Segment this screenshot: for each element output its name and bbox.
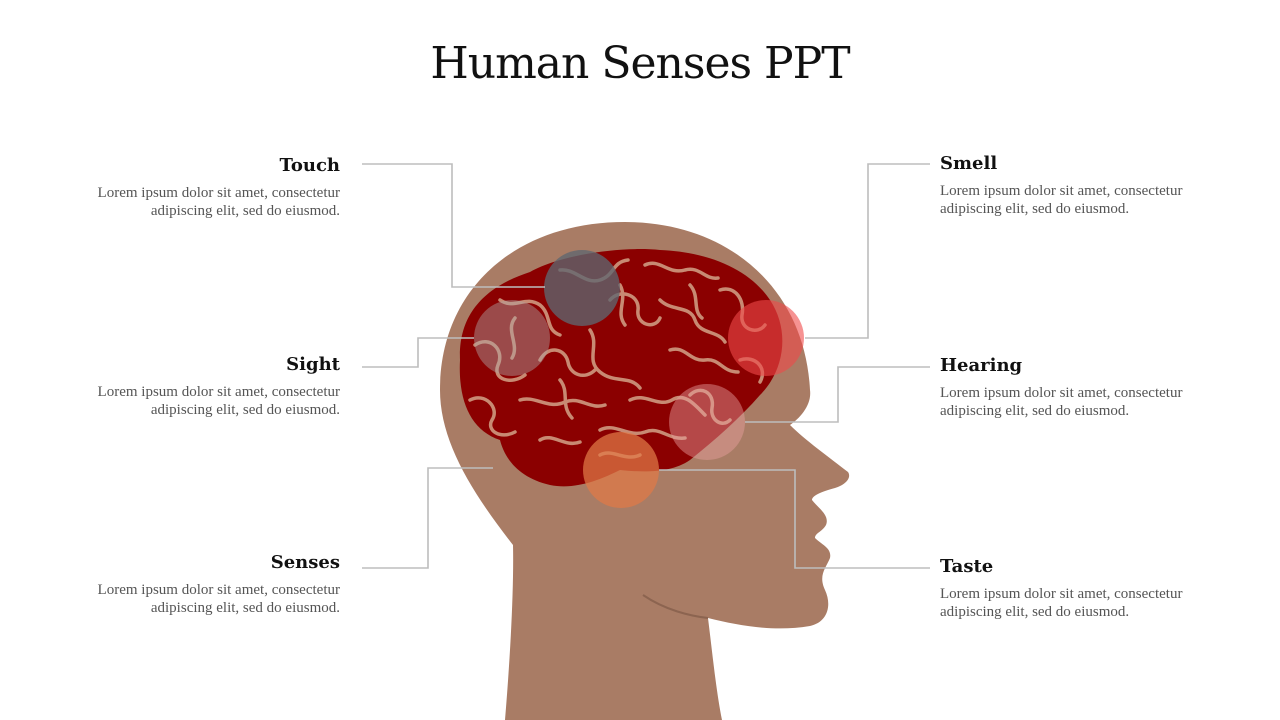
taste-body: Lorem ipsum dolor sit amet, consectetur …	[940, 586, 1183, 620]
sight-region	[474, 300, 550, 376]
hearing-heading: Hearing	[940, 355, 1023, 376]
page-title: Human Senses PPT	[430, 38, 850, 89]
hearing-body: Lorem ipsum dolor sit amet, consectetur …	[940, 385, 1183, 419]
sight-heading: Sight	[286, 354, 340, 375]
hearing-connector	[745, 366, 930, 423]
senses-body: Lorem ipsum dolor sit amet, consectetur …	[97, 582, 340, 616]
taste-region	[583, 432, 659, 508]
sight-block: Sight Lorem ipsum dolor sit amet, consec…	[80, 355, 340, 419]
connector-lines	[362, 163, 930, 569]
taste-block: Taste Lorem ipsum dolor sit amet, consec…	[940, 557, 1200, 621]
touch-body: Lorem ipsum dolor sit amet, consectetur …	[97, 185, 340, 219]
smell-heading: Smell	[940, 153, 998, 174]
hearing-block: Hearing Lorem ipsum dolor sit amet, cons…	[940, 356, 1200, 420]
taste-heading: Taste	[940, 556, 994, 577]
brain	[459, 249, 783, 487]
smell-body: Lorem ipsum dolor sit amet, consectetur …	[940, 183, 1183, 217]
smell-region	[728, 300, 804, 376]
taste-connector	[659, 469, 930, 569]
sight-connector	[362, 337, 474, 368]
touch-connector	[362, 163, 545, 288]
touch-region	[544, 250, 620, 326]
smell-block: Smell Lorem ipsum dolor sit amet, consec…	[940, 154, 1200, 218]
senses-block: Senses Lorem ipsum dolor sit amet, conse…	[80, 553, 340, 617]
touch-heading: Touch	[279, 155, 340, 176]
smell-connector	[805, 163, 930, 339]
touch-block: Touch Lorem ipsum dolor sit amet, consec…	[80, 156, 340, 220]
hearing-region	[669, 384, 745, 460]
sight-body: Lorem ipsum dolor sit amet, consectetur …	[97, 384, 340, 418]
senses-connector	[362, 467, 493, 569]
jaw-line	[642, 594, 709, 619]
senses-heading: Senses	[270, 552, 340, 573]
